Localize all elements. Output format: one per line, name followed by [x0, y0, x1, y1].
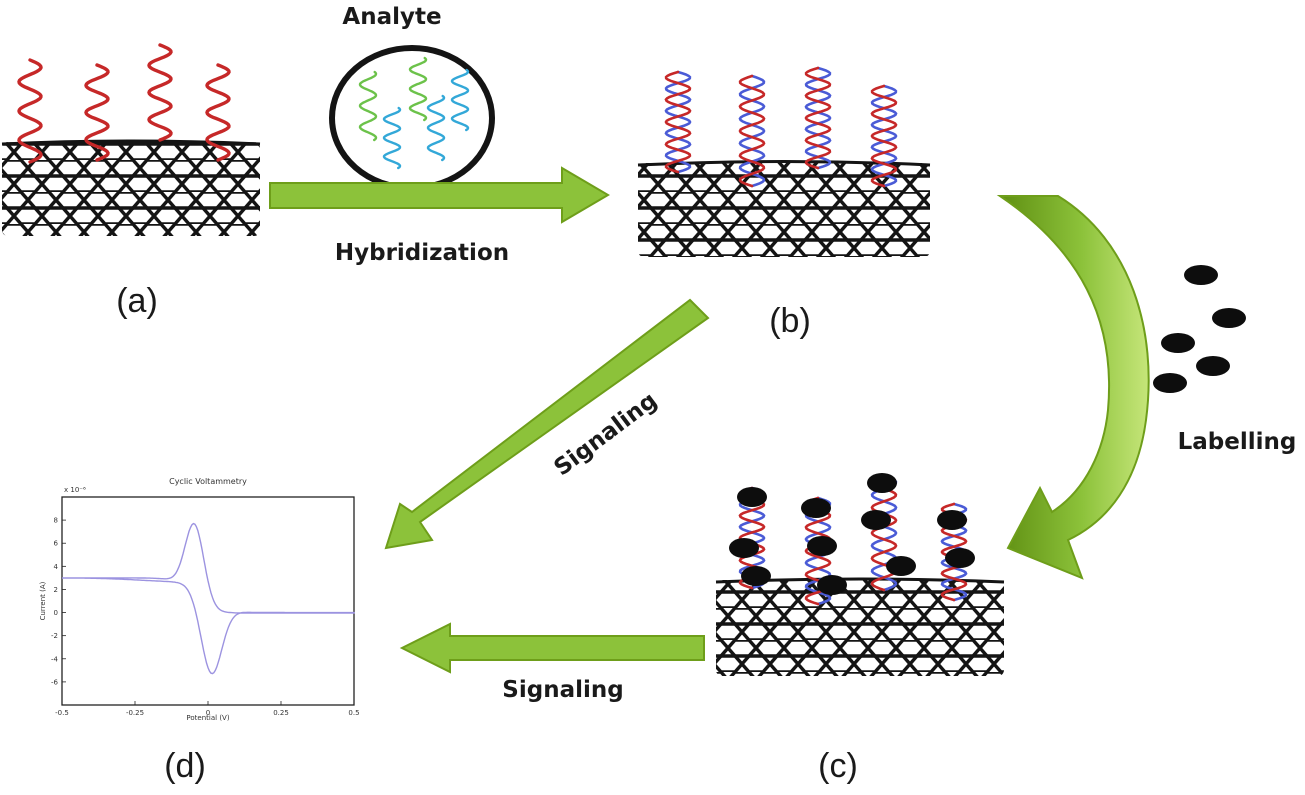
labelling-arrow [996, 195, 1150, 580]
helix-strand-red [738, 74, 766, 188]
helix-strand-blue [870, 474, 898, 592]
cv-y-tick: 0 [54, 609, 58, 617]
helix-strand-red [804, 66, 832, 170]
cv-x-tick: 0.25 [273, 709, 289, 717]
target-strand [426, 94, 446, 162]
cv-axes-box [61, 496, 355, 706]
target-strand [382, 106, 402, 170]
dna-helices-b [664, 66, 898, 188]
analyte-label: Analyte [342, 4, 441, 30]
probe-strand [205, 63, 231, 162]
cv-y-tick: -6 [51, 678, 59, 686]
nanotube-b [637, 160, 931, 257]
cv-y-tick: 4 [54, 563, 59, 571]
cv-plot: Cyclic Voltammetry x 10⁻⁶ 8 6 4 2 0 -2 -4 -6 -0… [39, 477, 360, 722]
panel-label-d: (d) [164, 747, 206, 785]
analyte-bubble [329, 45, 495, 191]
cv-x-tick: -0.5 [55, 709, 69, 717]
attached-labels [729, 473, 975, 595]
helix-strand-blue [738, 74, 766, 188]
cv-y-tick: 2 [54, 586, 58, 594]
cv-x-tick: 0.5 [348, 709, 359, 717]
nanotube-a [1, 139, 261, 236]
label-particles [1153, 265, 1246, 393]
nanotube-c [715, 577, 1005, 676]
cv-ylabel: Current (A) [39, 581, 47, 620]
target-strands [358, 56, 470, 170]
cv-x-tick: -0.25 [126, 709, 144, 717]
helix-strand-blue [738, 486, 766, 590]
cv-x-ticks: -0.5 -0.25 0 0.25 0.5 [55, 701, 360, 717]
signaling-arrow-diagonal [384, 298, 710, 550]
probe-strand [147, 43, 173, 142]
panel-label-c: (c) [818, 747, 858, 785]
probe-strand [84, 63, 110, 162]
helix-strand-red [870, 84, 898, 188]
cv-curve [62, 522, 355, 675]
helix-strand-blue [664, 70, 692, 174]
cv-exponent: x 10⁻⁶ [64, 486, 86, 494]
cv-y-tick: -2 [51, 632, 58, 640]
hybridization-label: Hybridization [335, 240, 509, 266]
cv-y-ticks: 8 6 4 2 0 -2 -4 -6 [51, 517, 66, 686]
panel-label-a: (a) [116, 282, 158, 320]
probe-strands-a [17, 43, 231, 164]
helix-strand-blue [870, 84, 898, 188]
cv-y-tick: -4 [51, 655, 59, 663]
labelling-label: Labelling [1178, 429, 1297, 455]
panel-label-b: (b) [769, 302, 811, 340]
cv-title: Cyclic Voltammetry [169, 477, 247, 486]
helix-strand-red [664, 70, 692, 174]
target-strand [408, 56, 428, 122]
cv-y-tick: 8 [54, 517, 58, 525]
target-strand [358, 70, 378, 142]
target-strand [450, 68, 470, 132]
signaling-label-horizontal: Signaling [502, 677, 623, 703]
helix-strand-blue [804, 66, 832, 170]
cv-y-tick: 6 [54, 540, 59, 548]
hybridization-arrow [269, 166, 610, 224]
cv-x-tick: 0 [206, 709, 210, 717]
cv-xlabel: Potential (V) [186, 714, 229, 722]
signaling-arrow-horizontal [399, 622, 705, 674]
probe-strand [17, 58, 43, 164]
